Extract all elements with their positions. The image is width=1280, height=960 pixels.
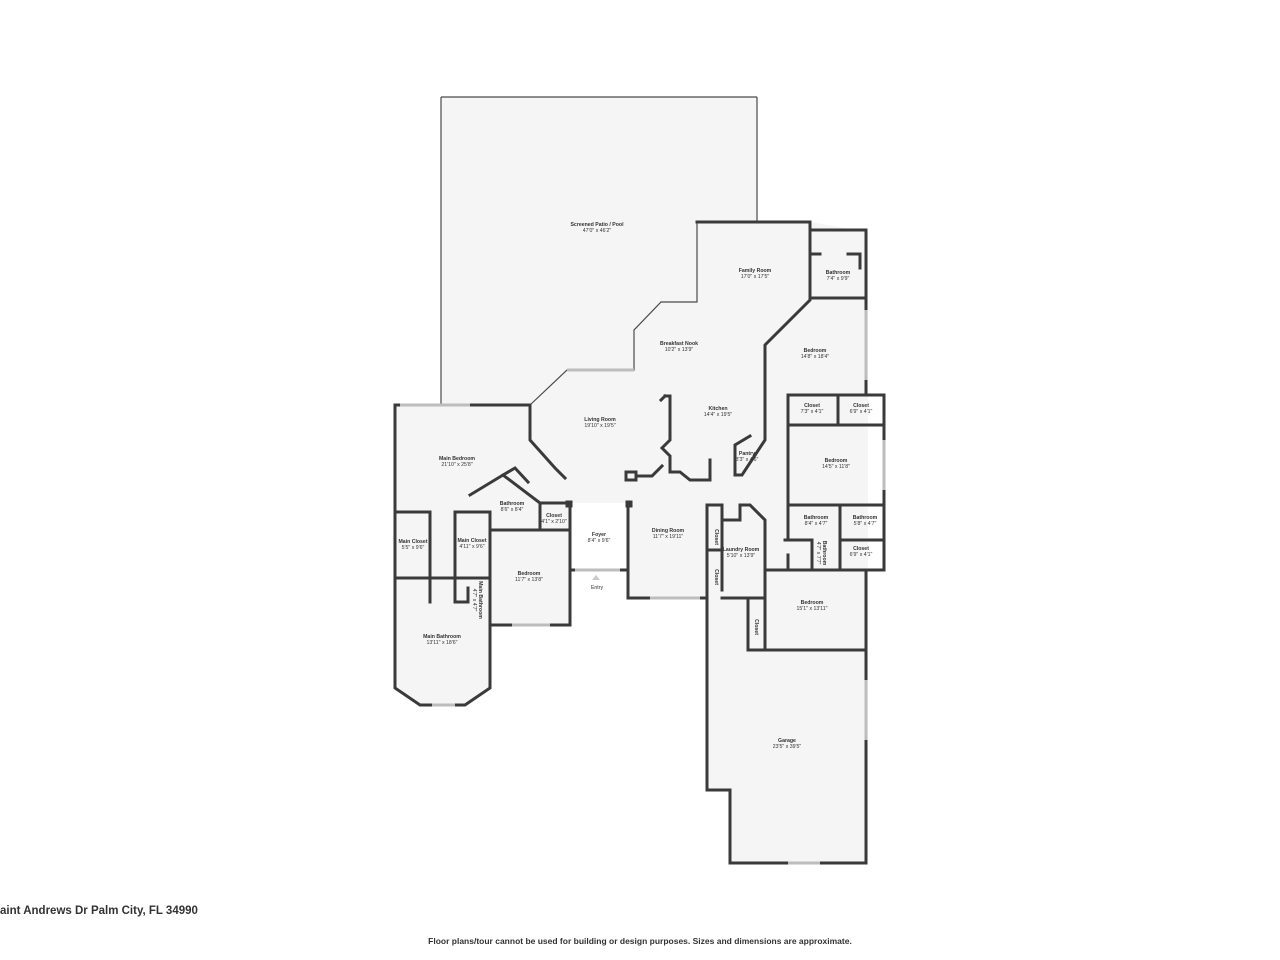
room-name: Closet [853,546,869,552]
room-name: Bedroom [518,571,541,577]
room-name: Laundry Room [723,547,760,553]
room-dimensions: 10'2" x 13'9" [665,347,694,353]
room-dimensions: 17'0" x 17'5" [741,274,770,280]
room-dimensions: 14'4" x 19'5" [704,412,733,418]
room-dimensions: 13'11" x 18'6" [427,640,458,646]
room-dimensions: 8'4" x 4'7" [805,521,828,527]
room-name: Closet [804,403,820,409]
windows [400,310,886,865]
room-dimensions: 15'1" x 13'11" [797,606,828,612]
room-label-closet-v3: Closet [753,619,759,635]
room-name: Screened Patio / Pool [570,222,624,228]
room-dimensions: 5'10" x 13'9" [727,553,756,559]
room-dimensions: 8'6" x 8'4" [501,507,524,513]
room-dimensions: 3'3" x 4'6" [736,457,759,463]
room-dimensions: 7'3" x 4'1" [801,409,824,415]
room-name: Bedroom [801,600,824,606]
room-name: Bathroom [853,515,878,521]
entry-arrow-icon [592,575,600,580]
property-address: aint Andrews Dr Palm City, FL 34990 [0,905,198,917]
room-dimensions: 5'8" x 4'7" [854,521,877,527]
room-name: Garage [778,738,796,744]
room-name: Closet [753,619,759,635]
room-name: Bathroom [826,270,851,276]
room-dimensions: 4'1" x 2'10" [541,519,567,525]
room-name: Pantry [739,451,755,457]
room-dimensions: 4'7" x 7'7" [815,542,821,565]
room-name: Main Bathroom [423,634,461,640]
room-dimensions: 21'10" x 25'8" [441,462,472,468]
room-name: Kitchen [708,406,727,412]
room-name: Main Bedroom [439,456,475,462]
room-name: Family Room [739,268,772,274]
room-dimensions: 19'10" x 19'5" [584,423,615,429]
room-name: Bathroom [821,541,827,566]
room-dimensions: 14'5" x 11'8" [822,464,850,470]
room-name: Bedroom [804,348,827,354]
room-name: Bedroom [825,458,848,464]
room-dimensions: 4'11" x 9'6" [459,544,484,550]
room-name: Closet [713,569,719,585]
room-dimensions: 6'9" x 4'1" [850,552,873,558]
room-dimensions: 5'5" x 9'6" [402,545,425,551]
room-dimensions: 14'8" x 18'4" [801,354,830,360]
room-dimensions: 11'7" x 13'8" [515,577,543,583]
room-name: Closet [546,513,562,519]
room-name: Bathroom [500,501,525,507]
room-name: Closet [853,403,869,409]
floor-fills [395,97,868,863]
room-dimensions: 7'4" x 9'9" [827,276,850,282]
room-dimensions: 23'5" x 39'5" [773,744,802,750]
room-name: Main Closet [457,538,486,544]
room-label-closet-lv2: Closet [713,569,719,585]
room-name: Main Closet [398,539,427,545]
room-dimensions: 47'0" x 46'2" [583,228,612,234]
room-label-closet-lv1: Closet [713,529,719,545]
room-name: Breakfast Nook [660,341,698,347]
disclaimer: Floor plans/tour cannot be used for buil… [428,936,852,946]
room-name: Dining Room [652,528,685,534]
room-name: Living Room [584,417,616,423]
room-dimensions: 11'7" x 19'11" [653,534,684,540]
room-name: Closet [713,529,719,545]
room-name: Foyer [592,532,606,538]
room-name: Bathroom [804,515,829,521]
room-dimensions: 8'4" x 9'6" [588,538,611,544]
room-dimensions: 4'7" x 4'7" [471,589,477,612]
room-dimensions: 6'9" x 4'1" [850,409,873,415]
room-name: Main Bathroom [477,581,483,619]
entry-label: Entry [591,585,604,591]
